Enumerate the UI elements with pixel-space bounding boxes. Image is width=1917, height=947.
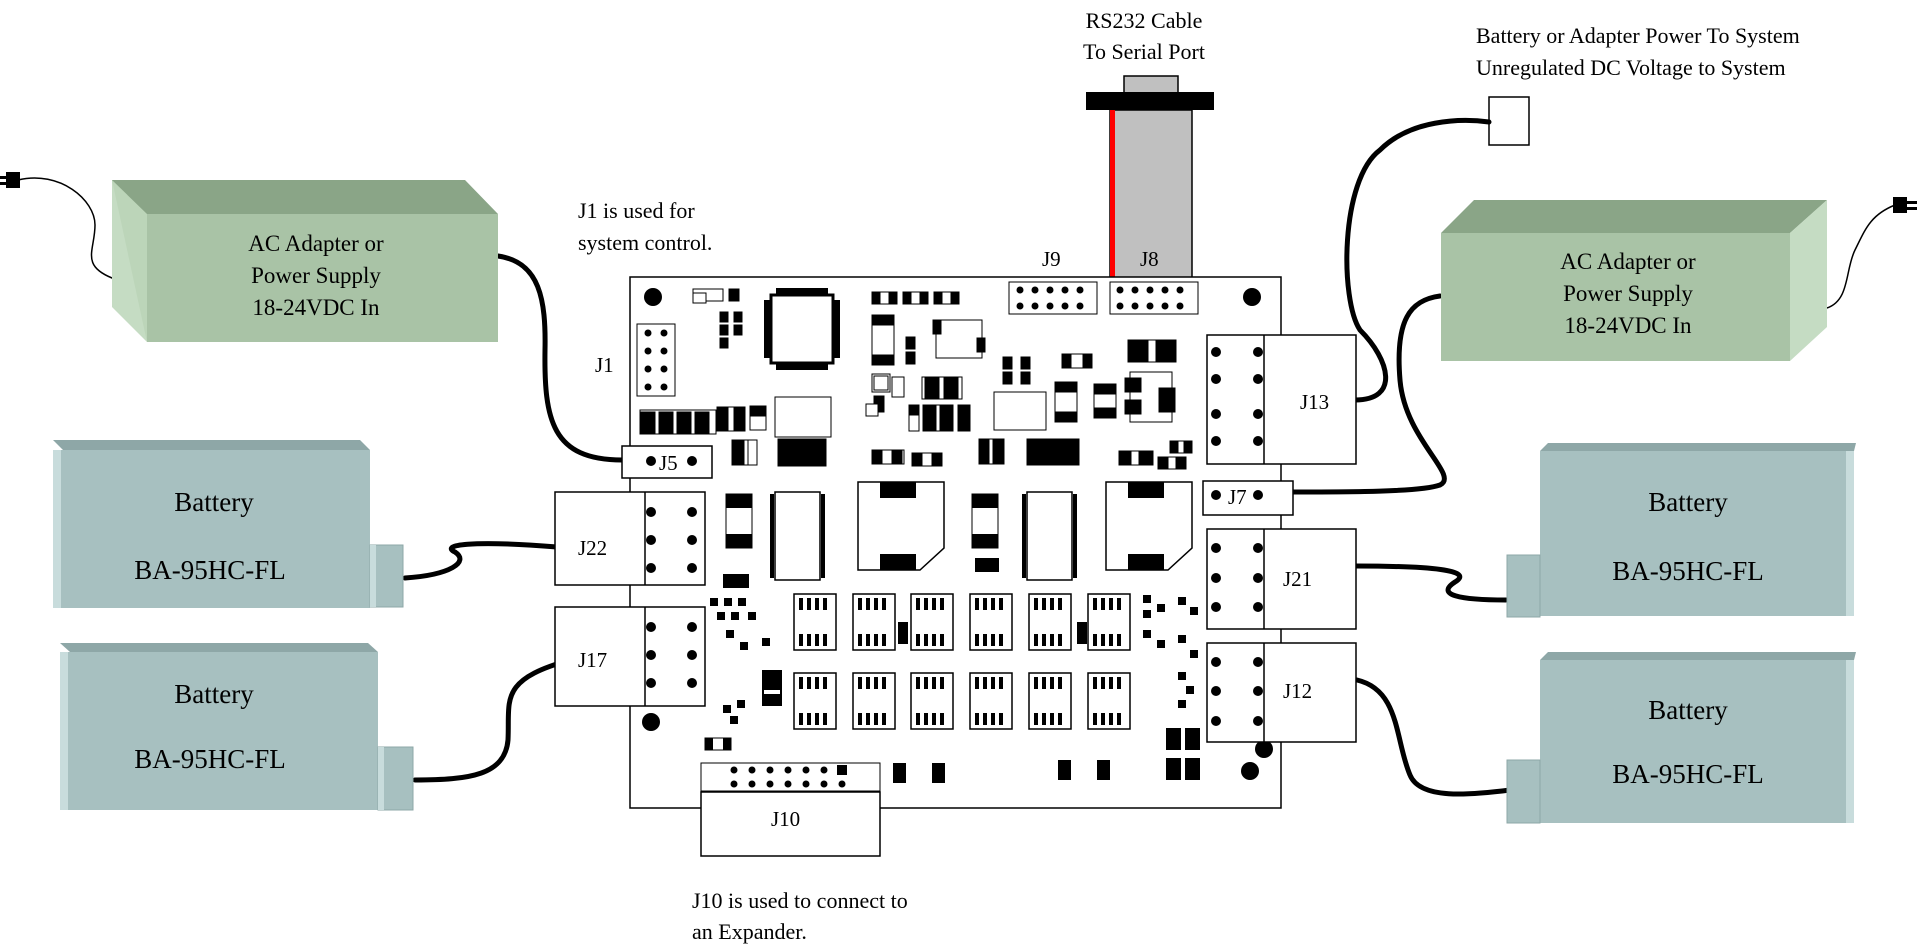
system-power-label-line2: Unregulated DC Voltage to System — [1476, 55, 1786, 80]
wire-j21-battery3 — [1352, 563, 1509, 603]
battery-right-top-model: BA-95HC-FL — [1612, 556, 1764, 586]
connector-j21 — [1206, 528, 1357, 630]
label-j8: J8 — [1140, 247, 1159, 271]
connector-j10 — [700, 791, 881, 857]
label-j5: J5 — [659, 451, 678, 475]
label-j9: J9 — [1042, 247, 1061, 271]
battery-left-bottom-model: BA-95HC-FL — [134, 744, 286, 774]
adapter-left-line2: Power Supply — [251, 263, 381, 288]
battery-left-bottom-title: Battery — [174, 679, 254, 709]
j1-note-line2: system control. — [578, 230, 712, 255]
system-power-connector — [1488, 96, 1530, 146]
label-j1: J1 — [595, 353, 614, 377]
adapter-right-line1: AC Adapter or — [1560, 249, 1696, 274]
battery-right-bottom: Battery BA-95HC-FL — [1506, 652, 1856, 824]
board-ics — [723, 481, 1193, 588]
system-power-label-line1: Battery or Adapter Power To System — [1476, 23, 1800, 48]
rs232-label-line2: To Serial Port — [1083, 39, 1205, 64]
soic-pins — [799, 598, 1121, 725]
passives-lower-left — [704, 598, 1110, 783]
adapter-left: AC Adapter or Power Supply 18-24VDC In — [112, 180, 498, 342]
label-j12: J12 — [1283, 679, 1312, 703]
connector-j17 — [554, 606, 706, 707]
battery-left-top-model: BA-95HC-FL — [134, 555, 286, 585]
adapter-left-line1: AC Adapter or — [248, 231, 384, 256]
battery-left-top: Battery BA-95HC-FL — [53, 440, 404, 608]
battery-left-bottom: Battery BA-95HC-FL — [60, 643, 414, 811]
header-j1 — [636, 323, 676, 397]
battery-right-top: Battery BA-95HC-FL — [1506, 443, 1856, 618]
adapter-right-line2: Power Supply — [1563, 281, 1693, 306]
battery-right-top-title: Battery — [1648, 487, 1728, 517]
battery-right-bottom-model: BA-95HC-FL — [1612, 759, 1764, 789]
j1-note-line1: J1 is used for — [578, 198, 695, 223]
adapter-left-line3: 18-24VDC In — [252, 295, 380, 320]
connector-j22 — [554, 491, 706, 586]
passives-lower-right — [1143, 595, 1200, 780]
circuit-board — [629, 276, 1282, 809]
ac-plug-right — [1826, 197, 1917, 309]
connector-j12 — [1206, 642, 1357, 743]
header-j8 — [1109, 281, 1199, 315]
connector-j13 — [1206, 334, 1357, 465]
rs232-label-line1: RS232 Cable — [1086, 8, 1203, 33]
wire-j12-battery4 — [1354, 677, 1513, 797]
label-j17: J17 — [578, 648, 607, 672]
connector-j7 — [1202, 480, 1294, 516]
j10-note-line2: an Expander. — [692, 919, 807, 944]
label-j7: J7 — [1228, 485, 1247, 509]
label-j22: J22 — [578, 536, 607, 560]
qfp-chip — [764, 288, 840, 370]
wire-j13-system-power — [1344, 117, 1492, 403]
wires — [402, 117, 1513, 797]
label-j21: J21 — [1283, 567, 1312, 591]
wire-adapter-right-j7 — [1289, 293, 1447, 495]
battery-right-bottom-title: Battery — [1648, 695, 1728, 725]
header-j9 — [1008, 281, 1098, 315]
rs232-cable — [1086, 75, 1214, 281]
label-j13: J13 — [1300, 390, 1329, 414]
header-j10 — [700, 762, 881, 792]
wire-battery2-j17 — [412, 657, 573, 783]
connector-j5 — [621, 445, 713, 479]
adapter-right-line3: 18-24VDC In — [1564, 313, 1692, 338]
battery-left-top-title: Battery — [174, 487, 254, 517]
label-j10: J10 — [771, 807, 800, 831]
adapter-right: AC Adapter or Power Supply 18-24VDC In — [1441, 200, 1827, 361]
wire-battery1-j22 — [402, 541, 560, 581]
ac-plug-left — [0, 172, 151, 279]
j10-note-line1: J10 is used to connect to — [692, 888, 908, 913]
wire-adapter-left-j5 — [495, 253, 625, 463]
